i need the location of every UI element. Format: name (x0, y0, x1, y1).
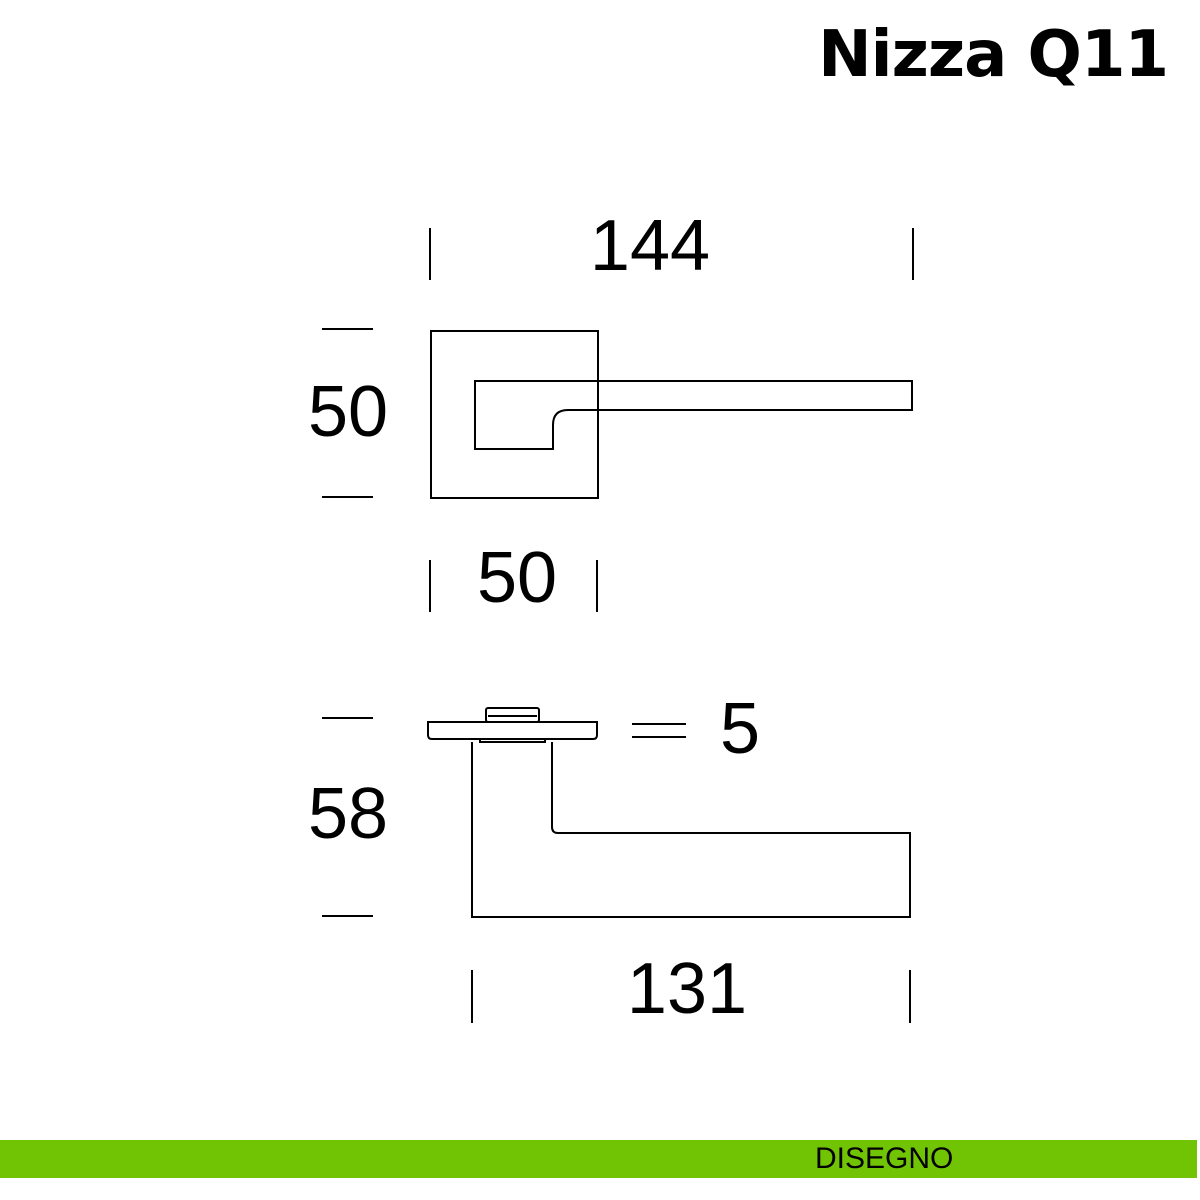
dim-side-thickness: 5 (720, 689, 760, 769)
footer-label: DISEGNO (815, 1142, 954, 1175)
dim-lever-length: 131 (627, 949, 747, 1029)
rose-square (430, 330, 599, 499)
product-title: Nizza Q11 (818, 18, 1169, 92)
rose-collar (479, 738, 546, 743)
lever-side-view (471, 742, 911, 918)
rose-side-plate (427, 721, 598, 740)
dim-rose-width: 50 (477, 538, 557, 618)
dim-rose-height: 50 (308, 372, 388, 452)
dim-overall-length: 144 (590, 206, 710, 286)
footer-bar: DISEGNO (0, 1140, 1197, 1178)
lever-top-view (474, 380, 913, 450)
dim-side-height: 58 (308, 774, 388, 854)
